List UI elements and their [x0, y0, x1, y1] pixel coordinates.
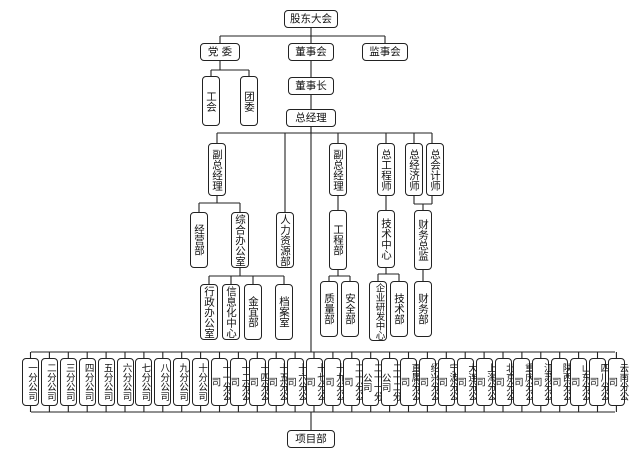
hr-dept-box: 人力资源部: [276, 212, 294, 268]
party-committee-box: 党 委: [200, 43, 240, 61]
branch-office-box: 十七分公司: [304, 358, 326, 406]
branch-office-box: 二十二分公司: [380, 358, 402, 406]
branch-office-box: 十四分公司: [247, 358, 269, 406]
tech-center-box: 技术中心: [377, 210, 395, 268]
branch-office-box: 十二分公司: [228, 358, 250, 406]
youth-league-box: 团委: [240, 76, 258, 126]
quality-dept-box: 质量部: [320, 281, 338, 337]
branch-office-box: 二十一分公司: [361, 358, 383, 406]
rd-center-box: 企业研发中心: [369, 281, 387, 341]
general-office-box: 综合办公室: [231, 212, 249, 268]
finance-dept-box: 财务部: [414, 281, 432, 337]
branch-office-box: 直属分公司: [399, 358, 420, 406]
branch-office-box: 二分公司: [40, 358, 58, 406]
branch-office-box: 十九分公司: [323, 358, 345, 406]
chief-accountant-box: 总会计师: [426, 143, 444, 196]
tech-dept-box: 技术部: [390, 281, 408, 337]
branch-office-box: 北京分公司: [493, 358, 515, 406]
chairman-box: 董事长: [288, 77, 334, 95]
branch-office-box: 四分公司: [78, 358, 96, 406]
info-center-box: 信息化中心: [222, 284, 240, 340]
jinyi-dept-box: 金宜部: [244, 284, 262, 340]
archives-box: 档案室: [275, 284, 293, 340]
cfo-box: 财务总监: [414, 210, 432, 270]
branch-office-box: 一分公司: [22, 358, 39, 406]
branch-office-box: 云南分公司: [606, 358, 628, 406]
branch-office-box: 六分公司: [116, 358, 134, 406]
branch-office-box: 宁波分公司: [436, 358, 458, 406]
chief-engineer-box: 总工程师: [377, 143, 395, 196]
branch-office-box: 绍兴分公司: [417, 358, 439, 406]
engineering-dept-box: 工程部: [329, 210, 347, 270]
branch-office-box: 十六分公司: [285, 358, 307, 406]
branch-office-box: 八分公司: [154, 358, 172, 406]
branch-office-box: 山东分公司: [569, 358, 591, 406]
branch-office-box: 大连分公司: [455, 358, 477, 406]
shareholders-meeting-box: 股东大会: [284, 10, 338, 28]
branch-office-box: 五分公司: [97, 358, 115, 406]
general-manager-box: 总经理: [286, 109, 336, 127]
branch-office-box: 十分公司: [192, 358, 210, 406]
branch-office-box: 二十分公司: [342, 358, 364, 406]
board-box: 董事会: [288, 43, 334, 61]
admin-office-box: 行政办公室: [200, 284, 218, 340]
union-box: 工会: [202, 76, 220, 126]
deputy-gm-2-box: 副总经理: [329, 143, 347, 196]
supervisory-board-box: 监事会: [362, 43, 408, 61]
branch-office-box: 重庆分公司: [512, 358, 534, 406]
branch-office-box: 上海分公司: [474, 358, 496, 406]
project-dept-box: 项目部: [287, 430, 335, 448]
chief-economist-box: 总经济师: [405, 143, 423, 196]
branch-office-box: 陕西分公司: [550, 358, 572, 406]
operations-dept-box: 经营部: [190, 212, 208, 268]
safety-dept-box: 安全部: [341, 281, 359, 337]
branch-office-box: 江苏分公司: [531, 358, 553, 406]
branch-office-box: 十一分公司: [210, 358, 231, 406]
branch-office-box: 九分公司: [173, 358, 191, 406]
branch-office-box: 七分公司: [135, 358, 153, 406]
branch-office-box: 十五分公司: [266, 358, 288, 406]
branch-office-box: 四川分公司: [588, 358, 609, 406]
branch-office-box: 三分公司: [59, 358, 77, 406]
deputy-gm-box: 副总经理: [208, 143, 226, 196]
